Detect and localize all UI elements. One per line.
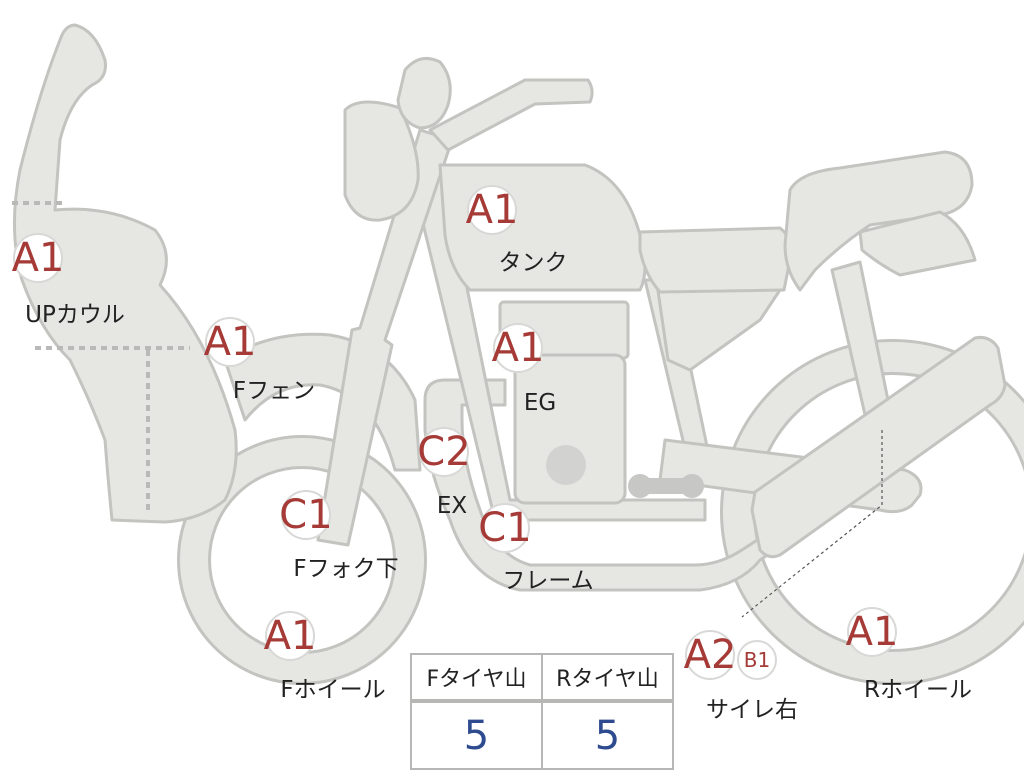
svg-text:C1: C1 <box>279 492 332 538</box>
svg-text:A1: A1 <box>264 613 317 659</box>
badge-tank: A1 <box>466 185 519 235</box>
badge-f-fender: A1 <box>204 317 257 367</box>
badge-silencer-right-secondary: B1 <box>737 640 777 680</box>
label-ex: EX <box>437 493 468 519</box>
svg-text:A1: A1 <box>466 187 519 233</box>
svg-text:A2: A2 <box>684 632 737 678</box>
seat-front <box>638 226 793 294</box>
svg-text:A1: A1 <box>492 325 545 371</box>
svg-text:C1: C1 <box>478 505 531 551</box>
front-fork <box>316 128 454 547</box>
label-f-wheel: Fホイール <box>280 677 385 703</box>
badge-ex: C2 <box>417 427 471 477</box>
label-f-fork-lower: Fフォク下 <box>293 556 398 582</box>
label-up-cowl: UPカウル <box>25 302 125 328</box>
svg-text:C2: C2 <box>417 429 470 475</box>
badge-silencer-right: A2 <box>684 630 737 680</box>
badge-eg: A1 <box>492 323 545 373</box>
label-frame: フレーム <box>502 568 593 594</box>
label-f-fender: Fフェン <box>233 378 315 404</box>
badge-r-wheel: A1 <box>846 607 899 657</box>
mirror <box>396 56 452 130</box>
header-f-tire: Fタイヤ山 <box>410 653 543 703</box>
seat <box>783 150 974 292</box>
label-silencer-right: サイレ右 <box>706 697 798 723</box>
svg-text:A1: A1 <box>204 319 257 365</box>
svg-text:A1: A1 <box>846 609 899 655</box>
badge-f-fork-lower: C1 <box>279 490 333 540</box>
muffler <box>750 336 1007 559</box>
svg-text:B1: B1 <box>744 648 770 672</box>
value-f-tire: 5 <box>410 700 543 770</box>
badge-up-cowl: A1 <box>12 233 65 283</box>
value-r-tire: 5 <box>541 700 674 770</box>
header-r-tire: Rタイヤ山 <box>541 653 674 703</box>
tire-tread-table: Fタイヤ山 Rタイヤ山 5 5 <box>410 653 674 770</box>
badge-f-wheel: A1 <box>264 611 317 661</box>
label-tank: タンク <box>499 250 568 276</box>
upper-cowl <box>12 23 238 524</box>
headlight <box>343 100 420 222</box>
label-eg: EG <box>524 390 556 416</box>
front-wheel <box>177 435 427 685</box>
rear-wheel <box>720 339 1024 685</box>
tail-cowl <box>858 210 977 277</box>
muffler-leader-line <box>741 430 883 618</box>
label-r-wheel: Rホイール <box>864 677 972 703</box>
svg-text:A1: A1 <box>12 235 65 281</box>
badge-frame: C1 <box>478 503 532 553</box>
handlebar <box>428 78 594 152</box>
